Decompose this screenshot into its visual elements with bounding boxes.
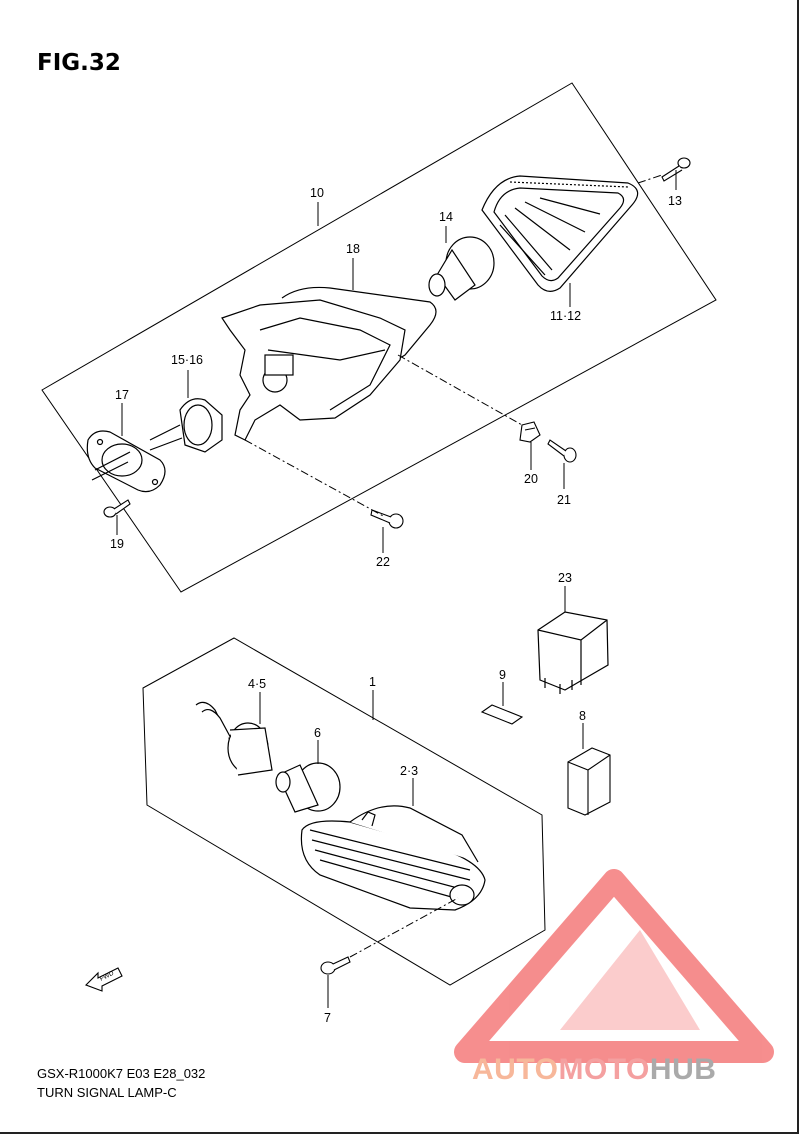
callout-11-12: 11·12: [550, 309, 581, 323]
callout-22: 22: [376, 555, 390, 569]
grommet-part-17: [86, 430, 166, 493]
callout-15-16: 15·16: [171, 353, 203, 367]
callout-8: 8: [579, 709, 586, 723]
bulb-part-14: [428, 236, 495, 301]
figure-caption: TURN SIGNAL LAMP-C: [37, 1085, 177, 1100]
callout-21: 21: [557, 493, 571, 507]
callout-13: 13: [668, 194, 682, 208]
relay-part-23: [537, 611, 609, 694]
lower-assembly-frame: [142, 637, 546, 986]
leader-lines: [116, 170, 677, 1008]
callout-20: 20: [524, 472, 538, 486]
watermark-text: AUTOMOTOHUB: [472, 1053, 716, 1087]
upper-assembly-frame: [41, 82, 717, 593]
bulb-part-6: [275, 762, 341, 813]
socket-part-4-5: [195, 701, 273, 776]
callout-23: 23: [558, 571, 572, 585]
callout-14: 14: [439, 210, 453, 224]
callout-2-3: 2·3: [400, 764, 418, 778]
callout-19: 19: [110, 537, 124, 551]
callout-10: 10: [310, 186, 324, 200]
watermark-logo-icon: [454, 869, 774, 1063]
model-code: GSX-R1000K7 E03 E28_032: [37, 1066, 206, 1081]
fwd-arrow-icon: FWD: [85, 967, 123, 992]
clip-nut-part-20: [519, 421, 541, 443]
cushion-part-8: [567, 747, 611, 816]
housing-part-10: [221, 299, 406, 441]
watermark-hub: HUB: [649, 1053, 717, 1086]
alignment-line-lower: [349, 897, 459, 958]
callout-9: 9: [499, 668, 506, 682]
alignment-lines-upper: [244, 174, 663, 518]
screw-part-19: [103, 499, 131, 518]
callout-17: 17: [115, 388, 129, 402]
tape-part-9: [480, 704, 524, 725]
screw-part-13: [661, 157, 691, 182]
screw-part-21: [547, 439, 577, 463]
lens-part-11-12: [481, 175, 639, 292]
screw-part-22: [370, 509, 404, 529]
callout-1: 1: [369, 675, 376, 689]
screw-part-7: [320, 956, 351, 975]
callout-6: 6: [314, 726, 321, 740]
callout-4-5: 4·5: [248, 677, 266, 691]
figure-title: FIG.32: [37, 50, 121, 76]
callout-18: 18: [346, 242, 360, 256]
watermark-moto: MOTO: [558, 1053, 650, 1086]
watermark-auto: AUTO: [472, 1053, 559, 1086]
lens-part-2-3: [300, 805, 486, 911]
socket-part-15-16: [149, 398, 223, 453]
callout-7: 7: [324, 1011, 331, 1025]
